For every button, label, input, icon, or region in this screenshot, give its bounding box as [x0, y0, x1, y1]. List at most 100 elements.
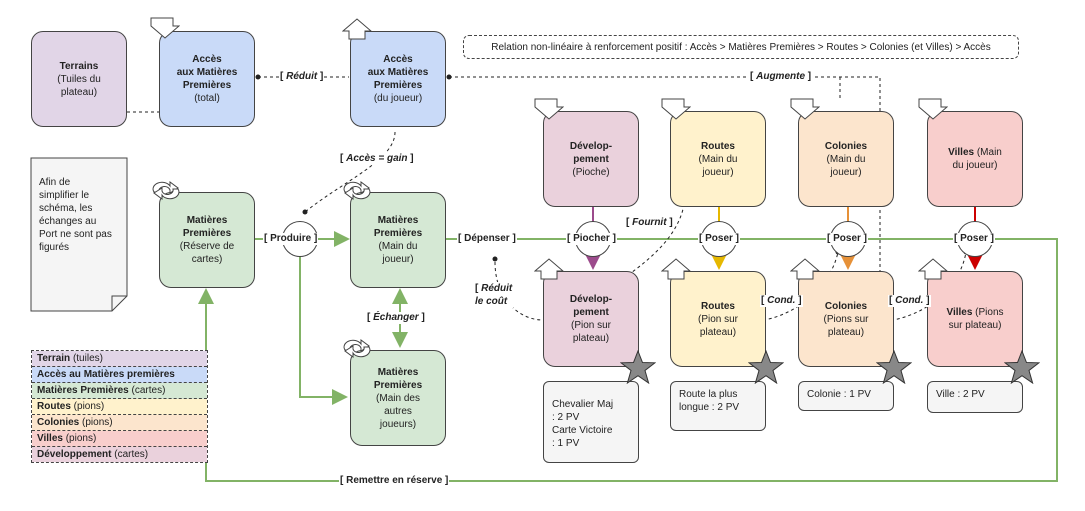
- cycle-icon: [343, 181, 371, 200]
- box-acces-joueur: Accès aux Matières Premières (du joueur): [350, 31, 446, 127]
- box-title-line: Villes (Pions: [946, 306, 1003, 319]
- note-line: simplifier le: [39, 190, 90, 201]
- star-icon: [748, 350, 784, 384]
- label-text: Fournit: [632, 217, 667, 228]
- legend-rest: (tuiles): [70, 353, 103, 364]
- legend-rest: (cartes): [111, 449, 149, 460]
- box-sub: joueur): [382, 254, 414, 265]
- box-sub: (Main du: [698, 153, 738, 165]
- box-mat-autres: Matières Premières (Main des autres joue…: [350, 350, 446, 446]
- flow-produire-to-autres: [299, 239, 348, 405]
- box-title: Premières: [373, 379, 423, 391]
- box-villes-main: Villes (Main du joueur): [927, 111, 1023, 207]
- pv-line: : 2 PV: [552, 412, 580, 423]
- block-arrow-down-icon: [534, 98, 564, 120]
- box-sub: (Pions: [972, 307, 1004, 318]
- note-line: échanges au: [39, 216, 97, 227]
- pv-line: Chevalier Maj: [552, 399, 614, 410]
- legend-bold: Colonies: [37, 417, 80, 428]
- label-text: Poser: [833, 233, 861, 244]
- legend-bold: Routes: [37, 401, 71, 412]
- label-cond-colonies: [ Cond. ]: [760, 295, 803, 307]
- block-arrow-up-icon: [918, 258, 948, 280]
- note-line: figurés: [39, 242, 70, 253]
- legend-item-matieres: Matières Premières (cartes): [32, 383, 207, 399]
- label-poser-villes: [ Poser ]: [953, 233, 996, 245]
- cycle-icon: [343, 339, 371, 358]
- box-title: Villes: [948, 147, 975, 158]
- box-sub: joueur): [830, 166, 862, 178]
- box-colonies-plateau: Colonies (Pions sur plateau): [798, 271, 894, 367]
- box-sub: (Main des: [376, 392, 420, 404]
- block-arrow-down-icon: [790, 98, 820, 120]
- legend-rest: (cartes): [128, 385, 166, 396]
- legend-rest: (pions): [79, 417, 113, 428]
- pv-line: longue : 2 PV: [679, 402, 740, 413]
- box-dev-plateau: Dévelop- pement (Pion sur plateau): [543, 271, 639, 367]
- box-sub: (Pioche): [572, 166, 610, 178]
- label-text: Cond.: [767, 295, 796, 306]
- pv-note-routes: Route la plus longue : 2 PV: [670, 381, 766, 431]
- box-title: Accès: [192, 54, 222, 65]
- box-sub: (Réserve de: [179, 241, 235, 252]
- cycle-icon: [152, 181, 180, 200]
- box-sub: sur plateau): [948, 320, 1002, 331]
- label-text: le coût: [475, 296, 508, 307]
- label-reduit: [ Réduit ]: [279, 71, 325, 83]
- note-text: Afin de simplifier le schéma, les échang…: [39, 176, 112, 254]
- star-icon: [876, 350, 912, 384]
- label-text: Poser: [960, 233, 988, 244]
- legend-bold: Matières Premières: [37, 385, 129, 396]
- label-text: Piocher: [573, 233, 610, 244]
- box-sub: autres: [384, 405, 412, 417]
- pv-note-dev: Chevalier Maj : 2 PV Carte Victoire : 1 …: [543, 381, 639, 463]
- label-echanger: [ Échanger ]: [366, 312, 426, 324]
- box-sub: joueur): [702, 166, 734, 178]
- label-poser-colonies: [ Poser ]: [826, 233, 869, 245]
- box-mat-reserve: Matières Premières (Réserve de cartes): [159, 192, 255, 288]
- pv-note-ville: Ville : 2 PV: [927, 381, 1023, 413]
- box-routes-main: Routes (Main du joueur): [670, 111, 766, 207]
- box-sub: (total): [194, 93, 220, 104]
- box-sub: plateau): [60, 86, 98, 98]
- label-piocher: [ Piocher ]: [566, 233, 617, 245]
- legend-item-colonies: Colonies (pions): [32, 415, 207, 431]
- box-title: Colonies: [824, 140, 868, 152]
- box-sub: plateau): [699, 326, 737, 338]
- box-title: Matières: [377, 215, 419, 226]
- box-title: aux Matières: [176, 67, 238, 78]
- box-sub: (du joueur): [373, 93, 423, 104]
- box-villes-plateau: Villes (Pions sur plateau): [927, 271, 1023, 367]
- note-shape: [30, 157, 128, 312]
- block-arrow-up-icon: [342, 18, 372, 40]
- box-title: pement: [573, 153, 609, 165]
- block-arrow-up-icon: [534, 258, 564, 280]
- box-sub: (Tuiles du: [57, 73, 101, 85]
- block-arrow-down-icon: [918, 98, 948, 120]
- box-sub: (Main du: [826, 153, 866, 165]
- box-title: Dévelop-: [569, 140, 613, 152]
- note-line: Port ne sont pas: [39, 229, 112, 240]
- block-arrow-up-icon: [661, 258, 691, 280]
- label-depenser: [ Dépenser ]: [457, 233, 517, 245]
- box-title: Routes: [701, 300, 735, 312]
- box-title: Matières: [377, 366, 419, 378]
- box-sub: plateau): [572, 333, 610, 344]
- box-sub: cartes): [191, 254, 223, 265]
- box-terrains: Terrains (Tuiles du plateau): [31, 31, 127, 127]
- legend-rest: (pions): [62, 433, 97, 444]
- label-text: Dépenser: [464, 233, 510, 244]
- pv-line: : 1 PV: [552, 438, 580, 449]
- box-title: Premières: [182, 228, 232, 239]
- pv-line: Carte Victoire: [552, 425, 613, 436]
- note-line: schéma, les: [39, 203, 93, 214]
- box-title: Premières: [373, 80, 423, 91]
- label-text: Échanger: [373, 312, 419, 323]
- box-acces-total: Accès aux Matières Premières (total): [159, 31, 255, 127]
- legend-item-villes: Villes (pions): [32, 431, 207, 447]
- legend-item-terrain: Terrain (tuiles): [32, 351, 207, 367]
- box-sub: plateau): [827, 326, 865, 338]
- label-text: Produire: [270, 233, 312, 244]
- legend-rest: (pions): [70, 401, 105, 412]
